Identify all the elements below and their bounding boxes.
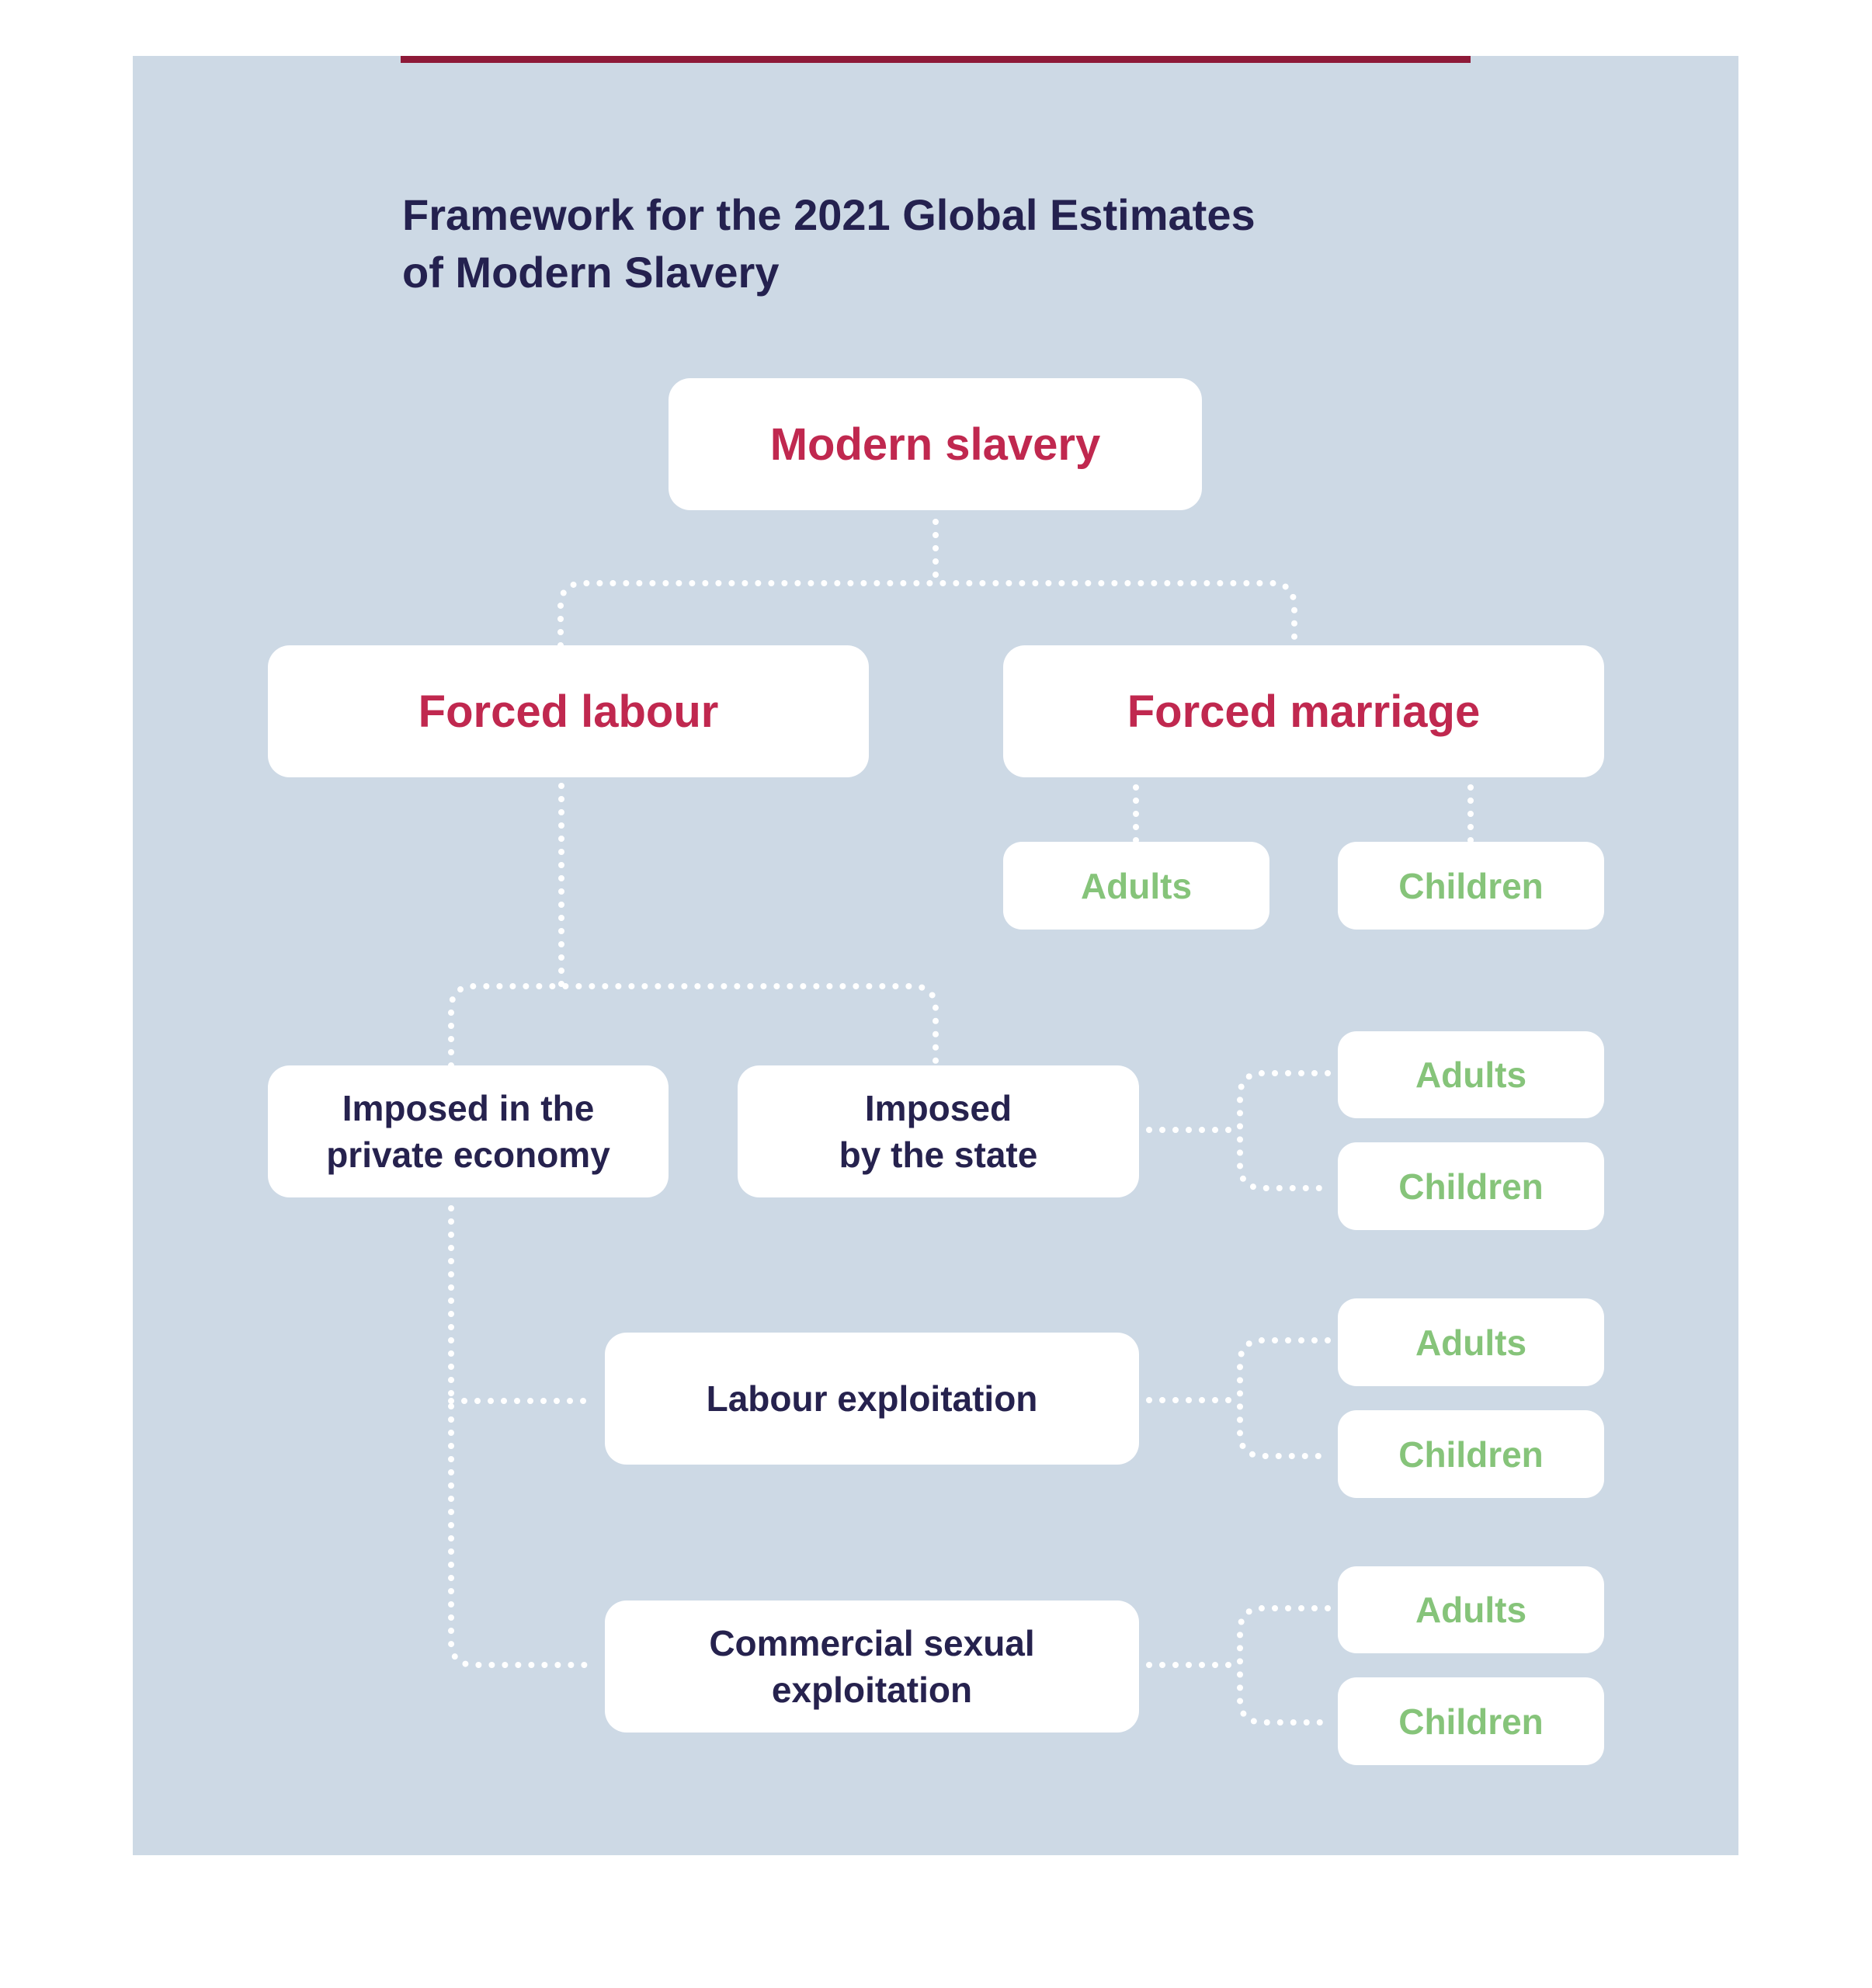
node-fm-adults: Adults	[1003, 842, 1269, 930]
connector-forced-labour-branch	[448, 983, 939, 1069]
node-label-line-2: private economy	[326, 1135, 610, 1175]
node-label-line-2: by the state	[839, 1135, 1038, 1175]
node-private-economy: Imposed in the private economy	[268, 1065, 669, 1197]
node-label-line-1: Imposed in the	[342, 1088, 595, 1128]
node-label-line-1: Imposed	[864, 1088, 1012, 1128]
connector-top-branch	[557, 580, 1297, 648]
node-label: Forced marriage	[1127, 686, 1481, 737]
node-label: Adults	[1080, 865, 1193, 906]
node-forced-labour: Forced labour	[268, 645, 869, 777]
node-commercial-sexual-exploitation: Commercial sexual exploitation	[605, 1600, 1139, 1733]
node-label: Children	[1398, 1166, 1544, 1207]
connector-private	[448, 1205, 598, 1668]
node-label-line-2: exploitation	[771, 1670, 973, 1710]
node-cse-children: Children	[1338, 1677, 1604, 1765]
node-le-adults: Adults	[1338, 1298, 1604, 1386]
node-forced-marriage: Forced marriage	[1003, 645, 1604, 777]
node-by-state: Imposed by the state	[738, 1065, 1139, 1197]
node-label: Children	[1398, 1434, 1544, 1475]
node-modern-slavery: Modern slavery	[669, 378, 1202, 510]
node-fm-children: Children	[1338, 842, 1604, 930]
node-le-children: Children	[1338, 1410, 1604, 1498]
connector-le-split	[1237, 1337, 1331, 1459]
node-label: Adults	[1415, 1322, 1527, 1363]
node-label: Children	[1398, 1701, 1544, 1742]
node-label: Children	[1398, 865, 1544, 906]
node-cse-adults: Adults	[1338, 1566, 1604, 1653]
title-line-2: of Modern Slavery	[402, 248, 780, 297]
node-labour-exploitation: Labour exploitation	[605, 1333, 1139, 1465]
diagram-title: Framework for the 2021 Global Estimates …	[402, 186, 1567, 301]
node-label-line-1: Commercial sexual	[709, 1623, 1035, 1663]
node-state-children: Children	[1338, 1142, 1604, 1230]
node-label: Forced labour	[418, 686, 719, 737]
node-label: Adults	[1415, 1590, 1527, 1630]
node-label: Adults	[1415, 1055, 1527, 1095]
diagram-panel	[133, 56, 1738, 1855]
connector-state-split	[1237, 1070, 1331, 1191]
accent-bar	[401, 56, 1471, 63]
title-line-1: Framework for the 2021 Global Estimates	[402, 190, 1256, 239]
node-state-adults: Adults	[1338, 1031, 1604, 1118]
node-label: Labour exploitation	[706, 1378, 1038, 1419]
connector-cse-split	[1237, 1605, 1331, 1726]
node-label: Modern slavery	[769, 419, 1101, 470]
